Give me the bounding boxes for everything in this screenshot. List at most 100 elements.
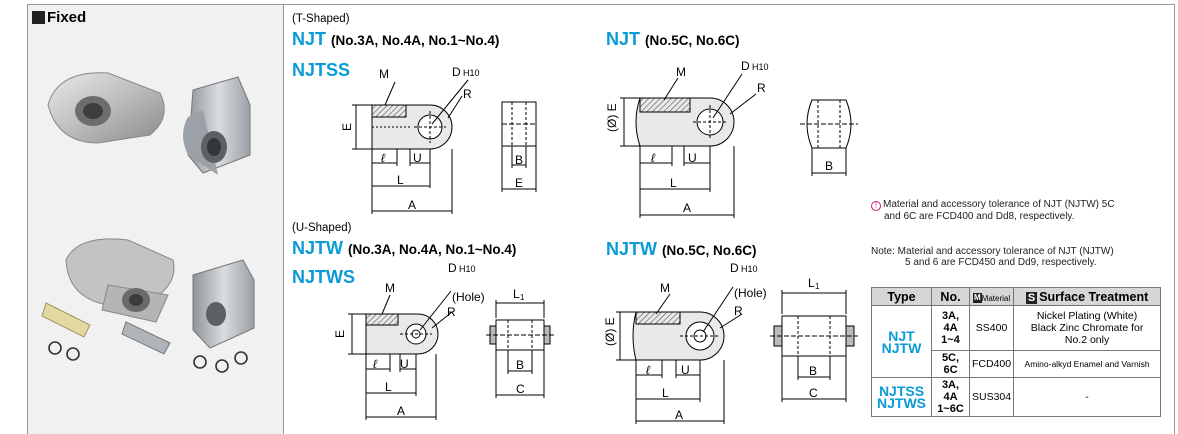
surface-icon: S — [1025, 291, 1038, 304]
njt-large-name: NJT — [606, 29, 641, 49]
njt-large-dim-labels: M D H10 R (Ø) E ℓ U L A — [605, 59, 769, 215]
dim-a: A — [408, 198, 416, 212]
dim-c: C — [809, 386, 818, 400]
njtw-large-name: NJTW — [606, 239, 657, 259]
dim-a: A — [683, 201, 691, 215]
no-cell: 3A, 4A 1~4 — [931, 305, 970, 351]
dim-l-small: ℓ — [373, 357, 378, 371]
u-shaped-label: (U-Shaped) — [292, 222, 352, 234]
dim-h10: H10 — [463, 68, 480, 78]
dim-b-large: B — [825, 159, 833, 173]
surface-line: No.2 only — [1064, 334, 1110, 346]
dim-l: L — [397, 173, 404, 187]
njtw-large-side-drawing — [616, 286, 743, 424]
dim-d: D — [448, 261, 457, 275]
fixed-t-clevis-photo — [47, 72, 251, 175]
no-cell: 3A, 4A 1~6C — [931, 377, 970, 417]
dim-m: M — [379, 67, 389, 81]
no-value: 1~4 — [941, 334, 960, 346]
no-value: 3A, 4A — [941, 310, 960, 334]
njtss-heading: NJTSS — [292, 60, 351, 80]
njt-small-name: NJT — [292, 29, 327, 49]
section-title: Fixed — [47, 9, 87, 26]
material-cell: FCD400 — [968, 350, 1015, 378]
col-no: No. — [931, 287, 970, 306]
dim-r: R — [734, 304, 743, 318]
njtws-heading: NJTWS — [292, 267, 355, 287]
col-type: Type — [871, 287, 932, 306]
dim-hole: (Hole) — [452, 290, 485, 304]
dim-e: E — [340, 123, 354, 131]
material-cell: SUS304 — [968, 377, 1015, 417]
left-photo-column: Fixed — [28, 5, 284, 434]
table-row: 5C, 6C FCD400 Amino-alkyd Enamel and Var… — [872, 350, 1161, 378]
content-frame — [27, 4, 1175, 434]
njtw-large-sizes: (No.5C, No.6C) — [662, 243, 757, 258]
section-heading: Fixed — [32, 9, 86, 26]
njtw-small-heading: NJTW (No.3A, No.4A, No.1~No.4) — [292, 238, 516, 259]
type-cell: NJTSS NJTWS — [871, 377, 932, 417]
dim-l: L — [385, 380, 392, 394]
dim-c: C — [516, 382, 525, 396]
type-name: NJTWS — [877, 395, 926, 411]
t-shaped-label: (T-Shaped) — [292, 13, 350, 25]
dim-b: B — [515, 153, 523, 167]
dim-h10: H10 — [459, 264, 476, 274]
surface-cell: - — [1013, 377, 1161, 417]
njtw-small-side-drawing — [348, 290, 453, 420]
type-name: NJTSS — [878, 383, 925, 399]
dim-b: B — [809, 364, 817, 378]
note1-line2: and 6C are FCD400 and Dd8, respectively. — [884, 211, 1075, 222]
dim-u: U — [688, 151, 697, 165]
dim-l1-sub: 1 — [815, 282, 820, 291]
dim-u: U — [400, 357, 409, 371]
njtw-small-name: NJTW — [292, 238, 343, 258]
dim-l1-sub: 1 — [520, 293, 525, 302]
njt-small-end-drawing — [501, 101, 537, 192]
dim-h10: H10 — [752, 62, 769, 72]
surface-line: Black Zinc Chromate for — [1030, 322, 1144, 334]
dim-l: L — [662, 386, 669, 400]
col-material: MMaterial — [968, 287, 1015, 306]
dim-d: D — [730, 261, 739, 275]
dim-l-small: ℓ — [646, 363, 651, 377]
dim-l-small: ℓ — [381, 151, 386, 165]
surface-line: Nickel Plating (White) — [1036, 310, 1138, 322]
dim-h10: H10 — [741, 264, 758, 274]
dim-e-end: E — [515, 176, 523, 190]
square-bullet-icon — [32, 11, 45, 24]
note1-line1: Material and accessory tolerance of NJT … — [883, 199, 1115, 210]
table-row: NJT NJTW 3A, 4A 1~4 SS400 Nickel Plating… — [871, 305, 1161, 378]
dim-r: R — [447, 305, 456, 319]
table-row: NJTSS NJTWS 3A, 4A 1~6C SUS304 - — [871, 377, 1161, 417]
dim-e: E — [333, 330, 347, 338]
dim-l1: L — [513, 287, 520, 301]
njt-small-dim-labels: M D H10 R E ℓ U L A — [340, 65, 480, 212]
njt-small-side-drawing — [352, 79, 469, 214]
njt-small-heading: NJT (No.3A, No.4A, No.1~No.4) — [292, 29, 499, 50]
dim-r: R — [757, 81, 766, 95]
njtw-small-sizes: (No.3A, No.4A, No.1~No.4) — [348, 242, 517, 257]
dim-m: M — [676, 65, 686, 79]
dim-d: D — [452, 65, 461, 79]
dim-b: B — [516, 358, 524, 372]
dim-a: A — [675, 408, 683, 422]
surface-cell: Nickel Plating (White) Black Zinc Chroma… — [1013, 305, 1161, 351]
dim-m: M — [660, 281, 670, 295]
dim-u: U — [681, 363, 690, 377]
njtw-large-dim-labels: M D H10 (Hole) R (Ø) E ℓ U L A — [603, 261, 767, 422]
material-cell: SS400 — [968, 305, 1015, 351]
material-icon: M — [972, 292, 982, 303]
dim-r: R — [463, 87, 472, 101]
dim-oe: (Ø) E — [603, 317, 617, 346]
note2-line2: 5 and 6 are FCD450 and Dd9, respectively… — [905, 257, 1097, 268]
njtw-small-end-drawing — [486, 300, 554, 398]
dim-l-small: ℓ — [651, 151, 656, 165]
njt-large-heading: NJT (No.5C, No.6C) — [606, 29, 740, 50]
material-note-2: Note: Material and accessory tolerance o… — [871, 246, 1114, 268]
fixed-u-clevis-photo — [41, 238, 255, 373]
dim-l: L — [670, 176, 677, 190]
